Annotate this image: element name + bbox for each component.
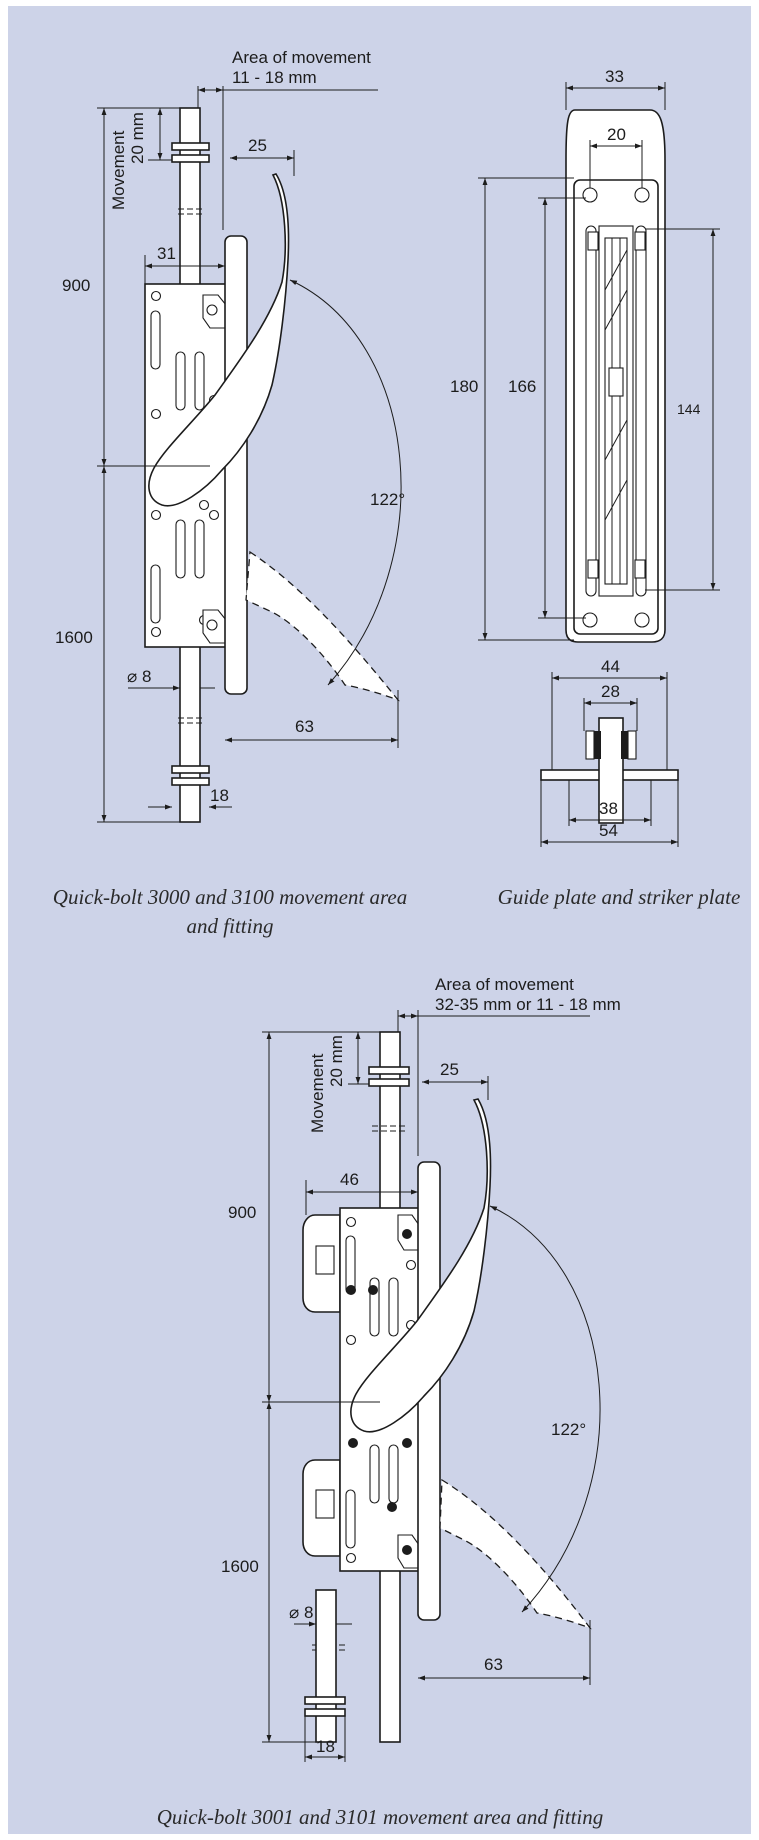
- area-of-movement-range: 11 - 18 mm: [232, 68, 317, 87]
- bolt-rod-lower: [315, 1589, 337, 1743]
- dim-144: 144: [677, 401, 701, 417]
- handle-closed: [350, 1098, 492, 1433]
- handle-open-position: [439, 1478, 592, 1630]
- dim-180: 180: [450, 377, 478, 396]
- dim-46: 46: [340, 1170, 359, 1189]
- movement-label: Movement: [109, 130, 128, 210]
- dim-8: ⌀ 8: [127, 667, 151, 686]
- dim-31: 31: [157, 244, 176, 263]
- movement-value: 20 mm: [128, 112, 147, 164]
- dim-54: 54: [599, 821, 618, 840]
- handle-closed: [148, 173, 290, 507]
- front-plate: [224, 235, 248, 695]
- washer-bottom-2: [171, 777, 210, 786]
- caption-quick-bolt-3000-line2: and fitting: [187, 914, 274, 938]
- dim-44: 44: [601, 657, 620, 676]
- caption-quick-bolt-3001: Quick-bolt 3001 and 3101 movement area a…: [157, 1805, 604, 1829]
- dim-25: 25: [248, 136, 267, 155]
- figure-quick-bolt-3001: Area of movement 32-35 mm or 11 - 18 mm …: [157, 975, 621, 1829]
- washer-bottom-2: [304, 1708, 346, 1717]
- angle-122: 122°: [551, 1420, 586, 1439]
- dim-28: 28: [601, 682, 620, 701]
- movement-label: Movement: [308, 1053, 327, 1133]
- washer-bottom-1: [171, 765, 210, 774]
- striker-bolt: [598, 717, 624, 824]
- area-of-movement-label: Area of movement: [435, 975, 574, 994]
- dim-900: 900: [62, 276, 90, 295]
- dim-38: 38: [599, 799, 618, 818]
- caption-guide-plate: Guide plate and striker plate: [498, 885, 741, 909]
- dim-20: 20: [607, 125, 626, 144]
- washer-top-1: [368, 1066, 410, 1075]
- dim-8: ⌀ 8: [289, 1603, 313, 1622]
- washer-bottom-1: [304, 1696, 346, 1705]
- dim-18: 18: [210, 786, 229, 805]
- washer-top-2: [368, 1078, 410, 1087]
- movement-value: 20 mm: [327, 1035, 346, 1087]
- dim-166: 166: [508, 377, 536, 396]
- dim-33: 33: [605, 67, 624, 86]
- figure-quick-bolt-3000: Area of movement 11 - 18 mm Movement 20 …: [53, 48, 407, 938]
- dim-900: 900: [228, 1203, 256, 1222]
- dim-63: 63: [295, 717, 314, 736]
- handle-open-position: [245, 550, 400, 702]
- washer-top-1: [171, 142, 210, 151]
- dim-63: 63: [484, 1655, 503, 1674]
- dim-18: 18: [316, 1737, 335, 1756]
- dim-25: 25: [440, 1060, 459, 1079]
- figure-guide-plate: 33 20 180 166 144 44: [450, 67, 740, 909]
- area-of-movement-label: Area of movement: [232, 48, 371, 67]
- area-of-movement-range: 32-35 mm or 11 - 18 mm: [435, 995, 621, 1014]
- angle-122: 122°: [370, 490, 405, 509]
- dim-1600: 1600: [221, 1557, 259, 1576]
- washer-top-2: [171, 154, 210, 163]
- dim-1600: 1600: [55, 628, 93, 647]
- caption-quick-bolt-3000: Quick-bolt 3000 and 3100 movement area: [53, 885, 407, 909]
